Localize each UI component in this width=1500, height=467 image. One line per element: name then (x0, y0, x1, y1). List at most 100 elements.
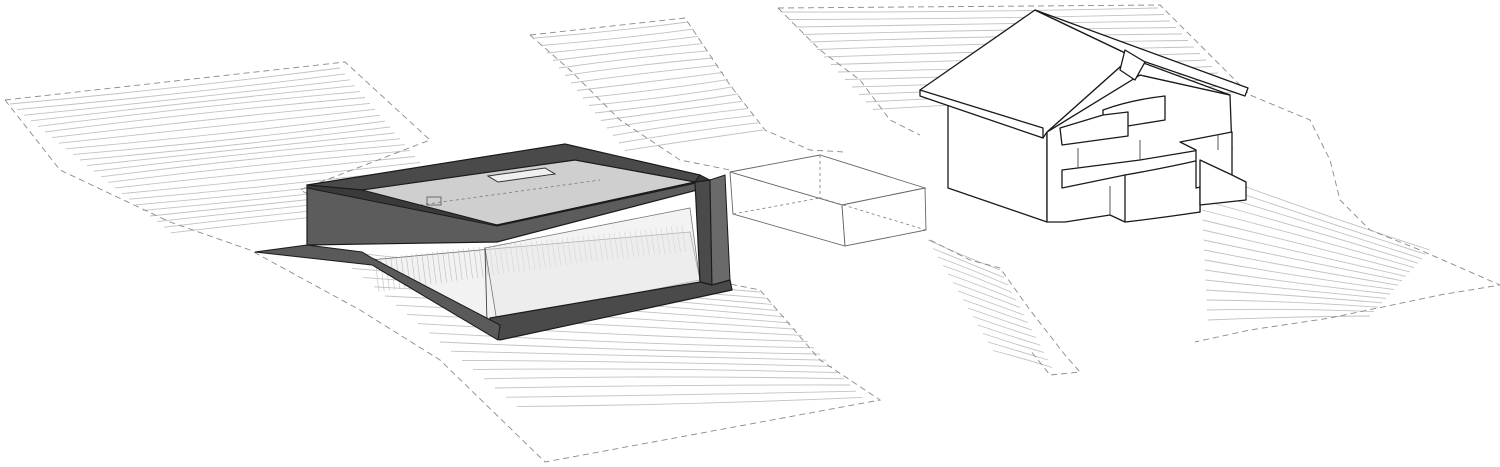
contour-line (30, 85, 356, 122)
hatch-line (421, 253, 427, 286)
contour-line (1203, 249, 1399, 286)
contour-line (558, 50, 709, 69)
hatch-line (431, 251, 437, 284)
hatch-line (452, 249, 458, 281)
contour-line (534, 21, 689, 39)
contour-line (1203, 239, 1403, 282)
contour-line (576, 71, 724, 91)
contour-line (1202, 229, 1407, 277)
boundary-middle-lower (529, 34, 731, 171)
contour-line (552, 43, 704, 61)
contour-line (1204, 269, 1391, 295)
contour-line (9, 67, 341, 105)
house-roof-edge (919, 89, 1044, 139)
contour-line (505, 390, 857, 398)
contour-line (967, 307, 1033, 331)
contour-line (947, 273, 1017, 301)
boundary-middle-right (929, 239, 1081, 376)
frame-right-column-side (709, 174, 731, 286)
contour-line (992, 350, 1053, 368)
contour-line (1205, 279, 1387, 299)
hatch-line (442, 250, 447, 283)
frame-left-blade (254, 244, 501, 341)
contour-line (1207, 315, 1371, 321)
contour-line (582, 79, 729, 99)
contour-line (16, 73, 346, 111)
contour-line (987, 341, 1049, 361)
terrain-patch-middle (534, 21, 1053, 368)
house-roof-right (1034, 9, 1249, 97)
contour-line (72, 120, 386, 155)
contour-line (79, 126, 391, 161)
contour-line (600, 100, 744, 121)
contour-line (1205, 289, 1383, 304)
boundary-middle (529, 17, 846, 153)
contour-line (100, 144, 406, 178)
lower-balcony-curve (1124, 159, 1201, 223)
contour-line (121, 161, 421, 195)
contour-line (594, 93, 739, 114)
hatch-line (473, 247, 479, 278)
contour-line (516, 396, 863, 407)
hatch-line (457, 249, 463, 281)
upper-balcony-front (1059, 111, 1129, 146)
boundary-left-lower (4, 99, 882, 463)
contour-line (417, 323, 809, 343)
contour-line (1201, 199, 1419, 264)
contour-line (1204, 259, 1395, 291)
existing-house (919, 9, 1249, 223)
contour-line (1206, 299, 1379, 308)
boundary-right (777, 4, 1500, 343)
contour-line (982, 333, 1045, 353)
house-roof-notch (1119, 49, 1146, 81)
contour-line (439, 341, 821, 355)
contour-line (962, 299, 1029, 323)
contour-line (927, 239, 1001, 271)
glass-mullion (484, 247, 488, 323)
contour-line (472, 368, 839, 374)
hatch-line (463, 248, 468, 280)
contour-line (494, 384, 851, 389)
contour-line (937, 256, 1009, 286)
contour-line (972, 316, 1037, 338)
contour-line (788, 14, 1165, 20)
contour-line (44, 97, 366, 133)
roof-hidden-line (419, 179, 601, 206)
skylight (486, 167, 557, 183)
outline-block-hidden-edge-2 (732, 197, 821, 215)
contour-line (802, 27, 1177, 35)
contour-line (58, 108, 376, 144)
outline-block (729, 154, 927, 247)
hatch-line (468, 248, 473, 279)
house-side-ramp (1199, 159, 1247, 206)
contour-line (781, 7, 1159, 13)
contour-line (540, 28, 694, 46)
outline-block-hidden-edge-3 (819, 197, 927, 231)
contour-line (795, 20, 1171, 28)
contour-line (483, 376, 845, 380)
contour-line (932, 248, 1005, 278)
contour-line (1202, 219, 1411, 273)
contour-line (618, 122, 759, 144)
contour-line (461, 359, 833, 367)
new-building-frame (254, 143, 733, 341)
contour-line (957, 290, 1025, 316)
hatch-line (447, 250, 453, 282)
contour-line (93, 138, 401, 172)
contour-line (450, 350, 827, 361)
contour-line (977, 324, 1041, 346)
contour-line (570, 64, 719, 84)
roof-opening (426, 196, 442, 206)
hatch-line (416, 253, 421, 287)
contour-line (809, 33, 1183, 43)
contour-line (564, 57, 714, 76)
contour-line (606, 107, 749, 129)
contour-line (952, 282, 1021, 308)
contour-line (428, 332, 815, 349)
contour-line (23, 79, 351, 116)
contour-line (612, 115, 754, 136)
contour-line (942, 265, 1013, 293)
hatch-line (426, 252, 432, 285)
frame-front-top-edge (306, 174, 712, 227)
contour-line (1206, 308, 1375, 313)
